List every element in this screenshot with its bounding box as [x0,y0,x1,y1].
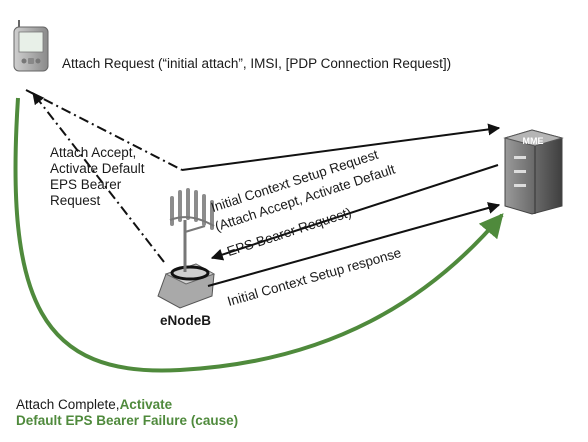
attach-request-arrow-solid [181,123,501,171]
mme-label: MME [523,136,544,146]
attach-complete-part1: Attach Complete, [16,397,120,412]
attach-accept-line4: Request [50,193,101,208]
attach-request-label: Attach Request (“initial attach”, IMSI, … [62,56,452,71]
attach-accept-arrow [32,92,165,263]
server-icon [503,129,564,215]
mobile-phone-icon [13,20,49,72]
attach-request-arrow [25,89,183,171]
initial-context-setup-response-arrow [207,202,501,287]
initial-context-setup-request-arrow [210,164,499,261]
attach-accept-line1: Attach Accept, [50,145,137,160]
attach-accept-line3: EPS Bearer [50,177,122,192]
attach-accept-line2: Activate Default [50,161,145,176]
enodeb-label: eNodeB [160,313,212,328]
attach-accept-label: Attach Accept, Activate Default EPS Bear… [50,145,145,209]
attach-complete-label: Attach Complete,Activate Default EPS Bea… [16,397,238,429]
attach-complete-part2: Activate [119,397,173,412]
attach-complete-line2: Default EPS Bearer Failure (cause) [16,413,239,428]
antenna-tower-icon [157,188,216,309]
attach-complete-curve-arrow [13,97,504,373]
